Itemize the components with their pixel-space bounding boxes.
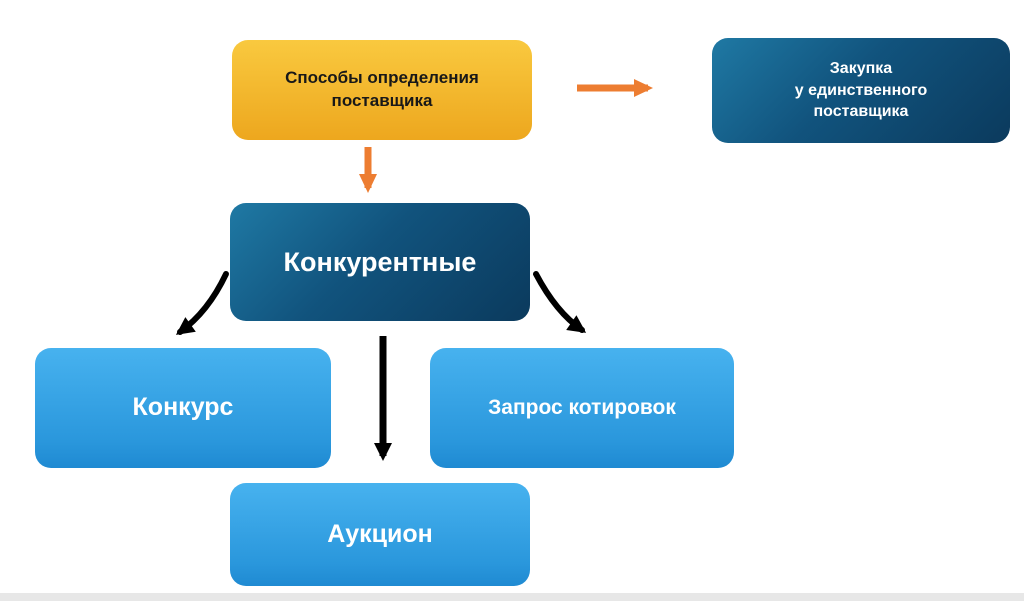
node-single-supplier-purchase: Закупка у единственного поставщика <box>712 38 1010 143</box>
node-auction-label: Аукцион <box>327 519 433 548</box>
arrow-competitive-to-contest <box>175 271 229 335</box>
slide-bottom-edge <box>0 593 1024 601</box>
node-competitive-methods-label: Конкурентные <box>283 246 477 277</box>
node-request-for-quotations-label: Запрос котировок <box>488 395 676 419</box>
node-supplier-methods-label: Способы определения поставщика <box>285 68 479 110</box>
node-competitive-methods: Конкурентные <box>230 203 530 321</box>
node-auction: Аукцион <box>230 483 530 586</box>
node-contest-label: Конкурс <box>132 393 234 422</box>
node-contest: Конкурс <box>35 348 331 468</box>
node-request-for-quotations: Запрос котировок <box>430 348 734 468</box>
node-single-supplier-purchase-label: Закупка у единственного поставщика <box>794 60 928 121</box>
node-supplier-methods: Способы определения поставщика <box>232 40 532 140</box>
arrow-competitive-to-quotations <box>533 271 587 333</box>
